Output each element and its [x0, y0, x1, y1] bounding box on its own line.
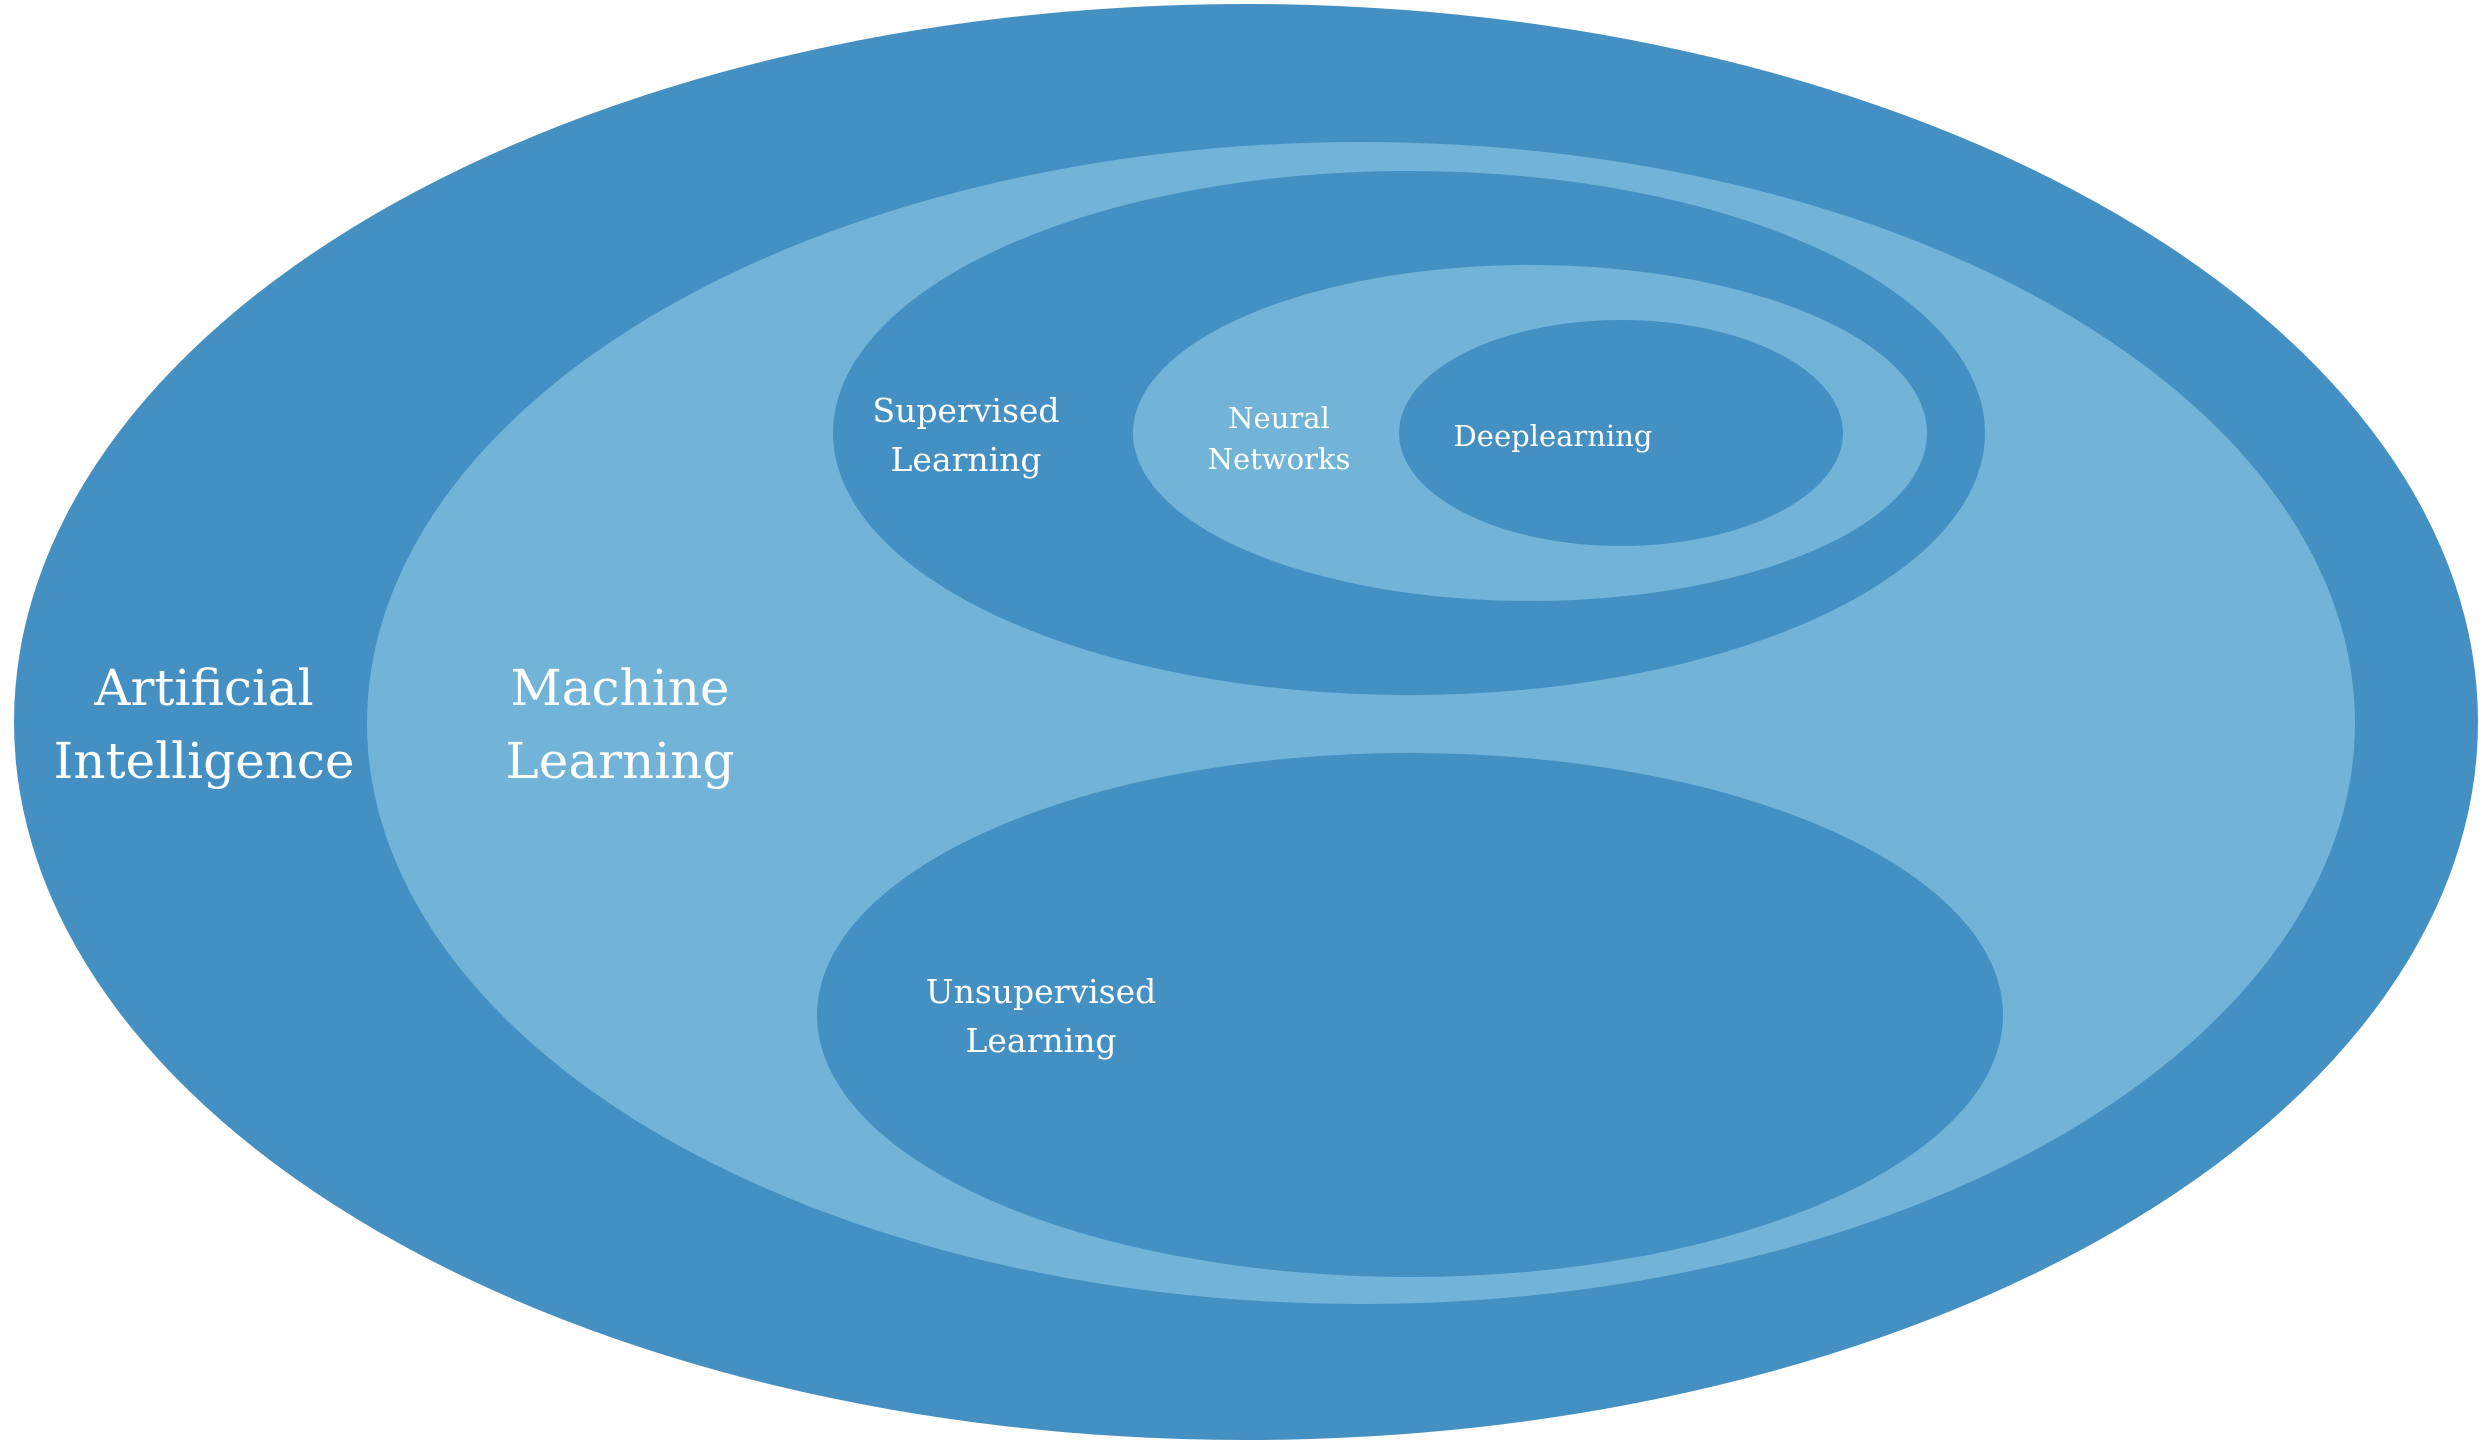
deeplearning-ellipse: [1399, 320, 1843, 546]
supervised-learning-label-line2: Learning: [890, 440, 1041, 479]
neural-networks-label-line2: Networks: [1208, 442, 1351, 476]
machine-learning-label-line1: Machine: [511, 659, 730, 717]
unsupervised-learning-label-line2: Learning: [965, 1021, 1116, 1060]
neural-networks-label-line1: Neural: [1228, 401, 1330, 435]
artificial-intelligence-label-line2: Intelligence: [53, 732, 354, 790]
unsupervised-learning-ellipse: [817, 753, 2003, 1277]
machine-learning-label-line2: Learning: [506, 732, 735, 790]
supervised-learning-label-line1: Supervised: [872, 391, 1059, 430]
artificial-intelligence-label-line1: Artificial: [93, 659, 313, 717]
unsupervised-learning-label-line1: Unsupervised: [926, 972, 1156, 1011]
deeplearning-label: Deeplearning: [1454, 419, 1653, 453]
